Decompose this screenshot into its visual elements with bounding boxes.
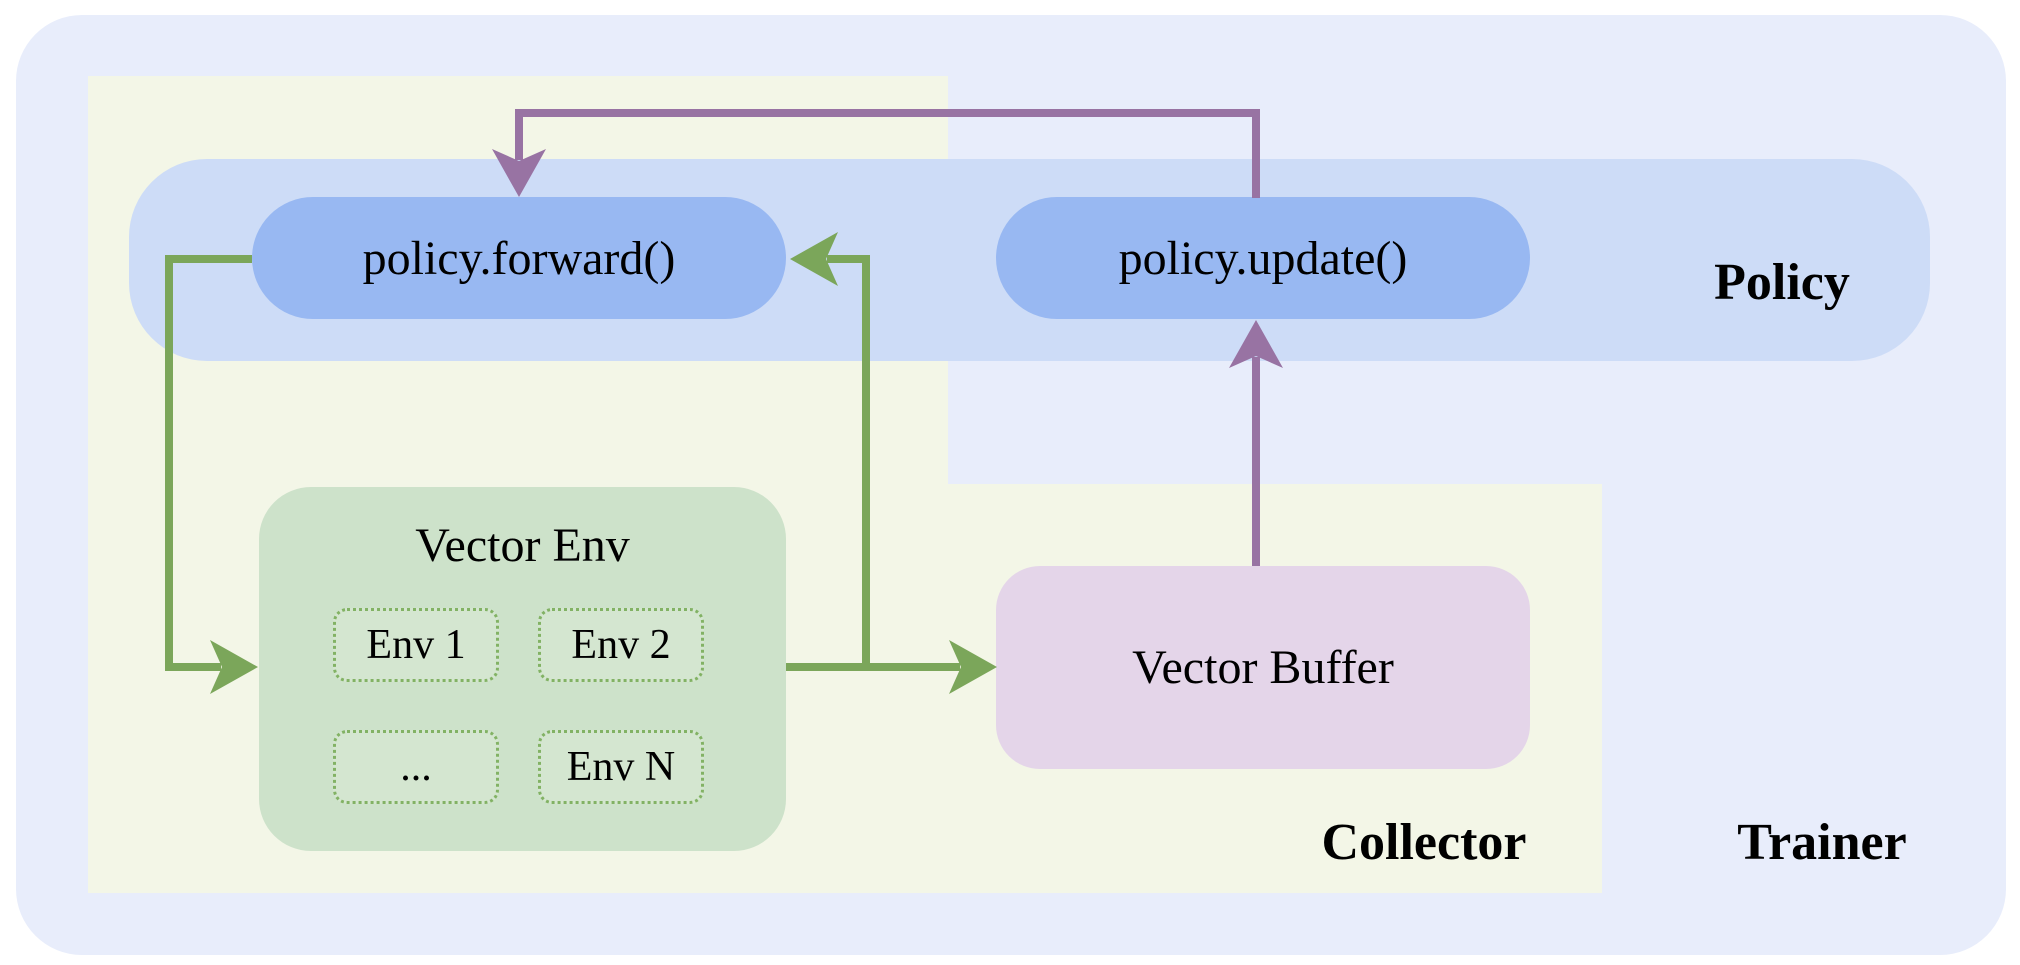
vector-buffer-node: Vector Buffer xyxy=(996,566,1530,769)
collector-region-label: Collector xyxy=(1321,813,1527,871)
policy-update-node: policy.update() xyxy=(996,197,1530,319)
env-cell-1: Env 1 xyxy=(333,608,499,682)
vector-env-label: Vector Env xyxy=(415,518,630,572)
env-cell-n: Env N xyxy=(538,730,704,804)
vector-env-node: Vector Env Env 1 Env 2 ... Env N xyxy=(259,487,786,851)
policy-update-label: policy.update() xyxy=(1118,231,1408,285)
policy-forward-node: policy.forward() xyxy=(252,197,786,319)
policy-forward-label: policy.forward() xyxy=(362,231,676,285)
env-cell-2: Env 2 xyxy=(538,608,704,682)
env-cell-ellipsis: ... xyxy=(333,730,499,804)
vector-buffer-label: Vector Buffer xyxy=(1132,641,1394,694)
policy-region-label: Policy xyxy=(1714,253,1850,311)
trainer-region-label: Trainer xyxy=(1737,813,1907,871)
